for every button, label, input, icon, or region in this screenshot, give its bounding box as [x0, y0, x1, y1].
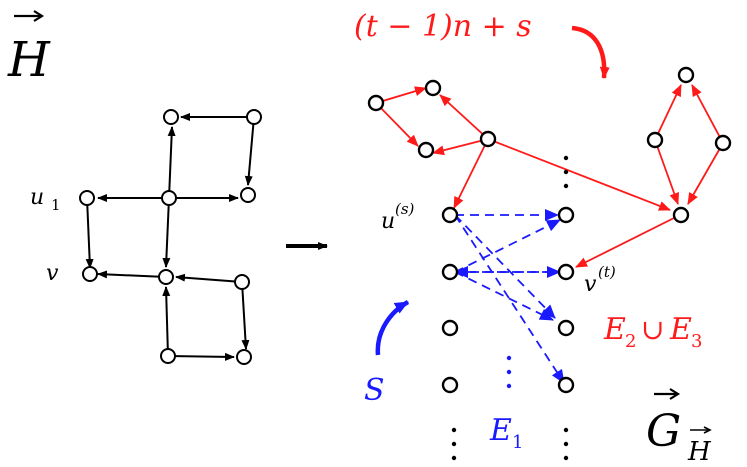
g-node: [417, 141, 435, 159]
g-subscript-text: H: [687, 437, 712, 467]
h-edge: [167, 126, 176, 199]
h-node: [160, 348, 176, 364]
h-edge: [97, 270, 167, 279]
h-node: [161, 190, 177, 206]
label-e23-sub1: 2: [625, 331, 636, 352]
ellipsis-dot: [563, 455, 569, 461]
h-node: [82, 266, 98, 282]
h-node: [158, 269, 174, 285]
label-e1-sub: 1: [512, 432, 523, 453]
g-red-edge: [439, 94, 489, 140]
g-node: [557, 376, 575, 394]
ellipsis-dot: [506, 383, 512, 389]
label-u-s-sup: (s): [395, 200, 415, 218]
graph-h: [79, 109, 262, 365]
g-red-edge: [375, 86, 427, 104]
graph-g-blue-edges: [454, 209, 566, 384]
g-node: [479, 130, 497, 148]
h-edge: [162, 286, 171, 357]
g-title-text: G: [646, 406, 681, 457]
g-red-edge: [487, 138, 671, 211]
g-red-edge: [453, 138, 489, 209]
label-v-t: v: [584, 272, 597, 297]
g-red-edge: [375, 102, 419, 147]
ellipsis-dot: [506, 355, 512, 361]
h-edge: [175, 273, 243, 283]
h-node: [79, 190, 95, 206]
graph-g-red-edges: [375, 84, 724, 268]
ellipsis-dot: [451, 455, 457, 461]
h-edge: [85, 197, 94, 269]
ellipsis-dot: [506, 369, 512, 375]
label-u-s: u: [381, 209, 395, 234]
g-node: [441, 376, 459, 394]
label-e1: E: [489, 413, 512, 448]
red-curve-arrow: [571, 25, 610, 79]
h-node: [236, 349, 252, 365]
label-u1: u: [30, 185, 44, 210]
g-node: [646, 131, 664, 149]
g-red-edge: [432, 138, 489, 156]
label-s: S: [364, 373, 385, 408]
h-node: [163, 109, 179, 125]
g-node: [367, 94, 385, 112]
g-node: [672, 206, 690, 224]
ellipsis-dot: [563, 183, 569, 189]
g-blue-edge: [454, 271, 554, 321]
g-red-edge: [575, 214, 681, 268]
g-red-edge: [654, 139, 679, 205]
h-node: [240, 187, 256, 203]
g-red-edge: [691, 84, 724, 144]
g-node: [557, 263, 575, 281]
h-node: [234, 274, 250, 290]
ellipsis-dot: [451, 441, 457, 447]
label-e23-cup: ∪: [641, 313, 664, 346]
g-node: [714, 134, 732, 152]
ellipsis-dot: [563, 155, 569, 161]
h-edge: [167, 352, 235, 361]
g-node: [441, 319, 459, 337]
label-v: v: [46, 261, 59, 286]
label-red-formula: (t − 1)n + s: [354, 9, 532, 44]
g-blue-edge: [454, 214, 556, 319]
g-arrow-title: G H: [646, 388, 712, 467]
g-node: [557, 319, 575, 337]
g-red-edge: [654, 84, 682, 141]
g-red-edge: [687, 142, 724, 205]
ellipsis-dots-blue: [506, 355, 512, 389]
ellipsis-dot: [563, 441, 569, 447]
g-blue-edge: [454, 219, 561, 273]
h-edge: [241, 281, 250, 350]
label-u1-sub: 1: [51, 196, 61, 214]
label-e23-letter1: E: [603, 312, 626, 347]
ellipsis-dots: [451, 155, 569, 461]
g-node: [677, 66, 695, 84]
label-e23-sub2: 3: [691, 331, 702, 352]
h-edge: [162, 197, 171, 268]
g-node: [557, 206, 575, 224]
g-node: [424, 79, 442, 97]
label-e23-letter2: E: [669, 312, 692, 347]
g-node: [441, 263, 459, 281]
ellipsis-dot: [563, 169, 569, 175]
g-blue-edge: [454, 214, 565, 384]
label-v-t-sup: (t): [598, 263, 616, 281]
g-node: [441, 206, 459, 224]
ellipsis-dot: [563, 427, 569, 433]
h-node: [246, 109, 262, 125]
h-title-text: H: [7, 32, 51, 88]
blue-curve-arrow: [375, 300, 410, 356]
h-edge: [244, 116, 255, 186]
h-arrow-title: H: [7, 10, 51, 88]
graph-g-nodes: [367, 66, 732, 394]
ellipsis-dot: [451, 427, 457, 433]
